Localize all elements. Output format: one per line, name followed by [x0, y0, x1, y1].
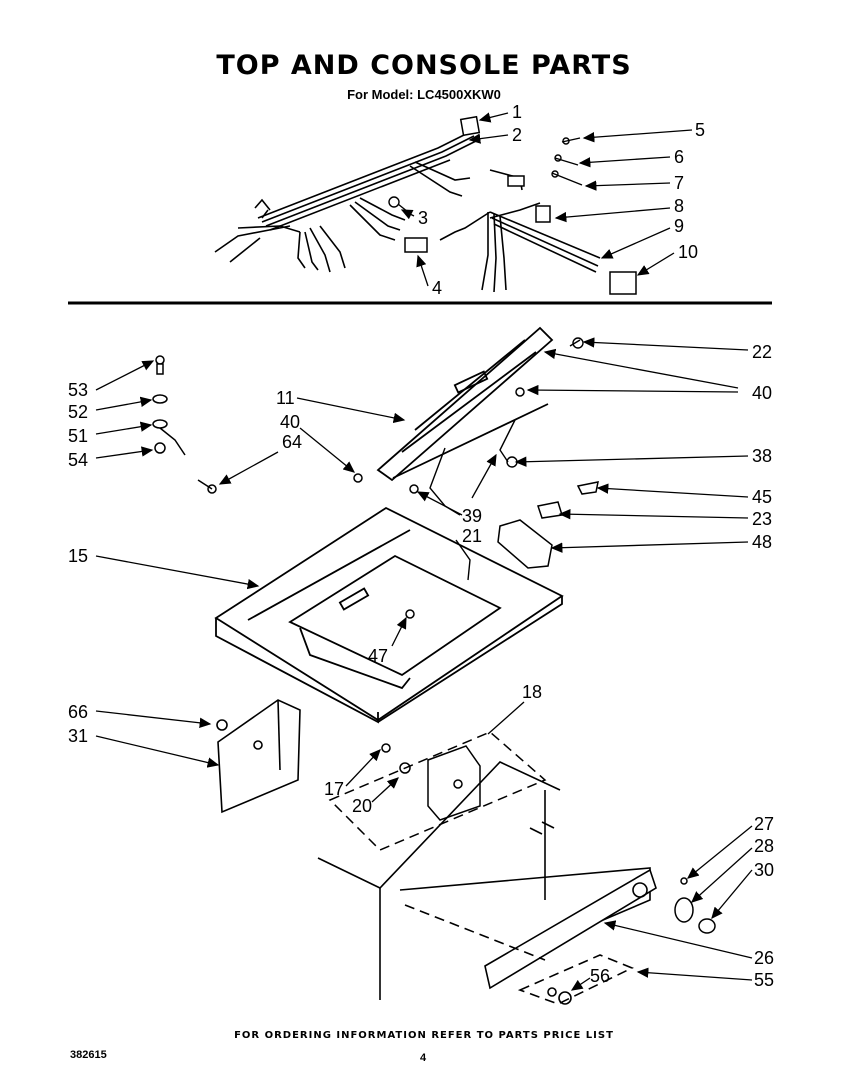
callout-39: 39 — [462, 506, 482, 526]
callout-56: 56 — [590, 966, 610, 986]
callout-8: 8 — [674, 196, 684, 216]
small-fasteners-top — [388, 137, 583, 213]
callout-51: 51 — [68, 426, 88, 446]
callout-23: 23 — [752, 509, 772, 529]
small-parts-left — [152, 355, 525, 619]
callout-11: 11 — [276, 388, 295, 408]
callout-numbers: 1 2 3 4 5 6 7 8 9 10 11 40 64 53 52 51 5… — [68, 102, 774, 990]
callout-48: 48 — [752, 532, 772, 552]
callout-30: 30 — [754, 860, 774, 880]
ordering-info-note: FOR ORDERING INFORMATION REFER TO PARTS … — [234, 1030, 614, 1041]
callout-15: 15 — [68, 546, 88, 566]
page-title: TOP AND CONSOLE PARTS — [216, 50, 632, 81]
callout-9: 9 — [674, 216, 684, 236]
callout-6: 6 — [674, 147, 684, 167]
callout-18: 18 — [522, 682, 542, 702]
callout-47: 47 — [368, 646, 388, 666]
callout-22: 22 — [752, 342, 772, 362]
callout-52: 52 — [68, 402, 88, 422]
timer-assembly — [328, 731, 547, 851]
console-frame — [376, 326, 554, 482]
knob-parts — [674, 877, 716, 934]
leader-lines — [95, 112, 753, 991]
console-base — [317, 761, 657, 1005]
callout-53: 53 — [68, 380, 88, 400]
callout-10: 10 — [678, 242, 698, 262]
document-number: 382615 — [70, 1049, 107, 1061]
callout-66: 66 — [68, 702, 88, 722]
washer-top-panel — [214, 506, 564, 724]
callout-5: 5 — [695, 120, 705, 140]
callout-26: 26 — [754, 948, 774, 968]
callout-64: 64 — [282, 432, 302, 452]
callout-40-right: 40 — [752, 383, 772, 403]
control-components — [497, 481, 599, 569]
callout-31: 31 — [68, 726, 88, 746]
callout-54: 54 — [68, 450, 88, 470]
callout-55: 55 — [754, 970, 774, 990]
access-cover — [216, 699, 301, 814]
harness-connectors — [404, 115, 637, 295]
callout-20: 20 — [352, 796, 372, 816]
callout-45: 45 — [752, 487, 772, 507]
callout-21: 21 — [462, 526, 482, 546]
model-subtitle: For Model: LC4500XKW0 — [347, 87, 501, 102]
callout-40-left: 40 — [280, 412, 300, 432]
callout-7: 7 — [674, 173, 684, 193]
callout-4: 4 — [432, 278, 442, 298]
callout-1: 1 — [512, 102, 522, 122]
page-number: 4 — [420, 1052, 427, 1064]
callout-28: 28 — [754, 836, 774, 856]
callout-17: 17 — [324, 779, 344, 799]
callout-27: 27 — [754, 814, 774, 834]
callout-2: 2 — [512, 125, 522, 145]
callout-38: 38 — [752, 446, 772, 466]
callout-3: 3 — [418, 208, 428, 228]
wiring-harness — [214, 131, 601, 293]
